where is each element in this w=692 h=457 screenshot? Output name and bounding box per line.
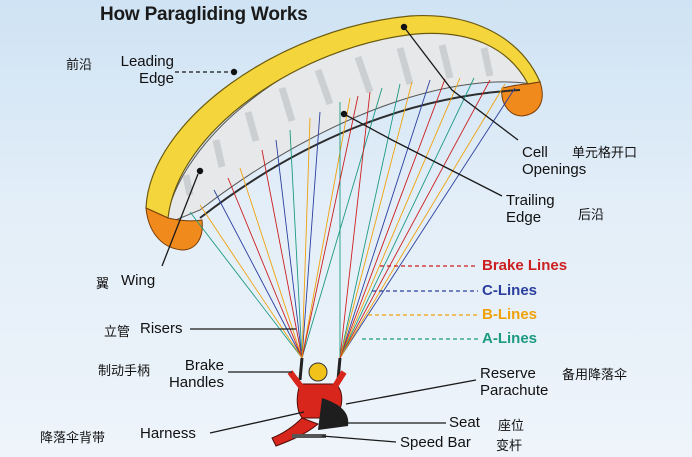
reserve-parachute-line1: Reserve [480,365,536,382]
risers-zh: 立管 [104,324,131,339]
c-lines-label: C-Lines [482,282,538,299]
cell-openings-line2: Openings [522,161,587,178]
wing-label: Wing [121,272,156,289]
reserve-parachute-label: Reserve Parachute [480,365,548,399]
brake-lines-label: Brake Lines [482,257,568,274]
trailing-edge-line2: Edge [506,209,542,226]
reserve-parachute-zh: 备用降落伞 [562,367,628,382]
pilot-arm-left [287,370,305,390]
speed-bar-zh: 变杆 [496,438,523,453]
pilot-legs [271,417,319,447]
canopy-underside [165,28,540,225]
brake-handles-line2: Handles [168,374,224,391]
speed-bar-label: Speed Bar [400,434,471,451]
harness-seat [318,398,349,430]
brake-handles-zh: 制动手柄 [98,363,151,378]
trailing-edge-zh: 后沿 [578,207,605,222]
speed-bar-mark [292,434,326,438]
trailing-edge [199,89,521,219]
trailing-edge-label: Trailing Edge [506,192,555,226]
canopy-ribs [182,44,494,196]
pilot-helmet [308,362,328,382]
line-type-indicators [362,265,478,340]
harness-zh: 降落伞背带 [40,430,106,445]
cell-openings-line1: Cell [522,144,548,161]
leading-edge-zh: 前沿 [66,57,93,72]
seat-label: Seat [449,414,480,431]
trailing-edge-line1: Trailing [506,192,555,209]
callout-lines [161,26,519,443]
a-lines-label: A-Lines [482,330,538,347]
pilot-arm-right [331,370,347,390]
b-lines-label: B-Lines [482,306,538,323]
seat-zh: 座位 [498,418,525,433]
diagram-title: How Paragliding Works [100,4,308,25]
leading-edge-line2: Edge [138,70,174,87]
risers-label: Risers [140,320,183,337]
leading-edge-line1: Leading [120,53,174,70]
leading-edge-label: Leading Edge [104,53,174,87]
wing-zh: 翼 [96,276,110,291]
cell-openings-zh: 单元格开口 [572,145,638,160]
brake-handles-label: Brake Handles [156,357,224,391]
suspension-lines [189,77,516,359]
pilot [271,362,349,447]
cell-openings-label: Cell Openings [522,144,586,178]
harness-label: Harness [140,425,196,442]
brake-handles-line1: Brake [184,357,224,374]
reserve-parachute-line2: Parachute [480,382,549,399]
